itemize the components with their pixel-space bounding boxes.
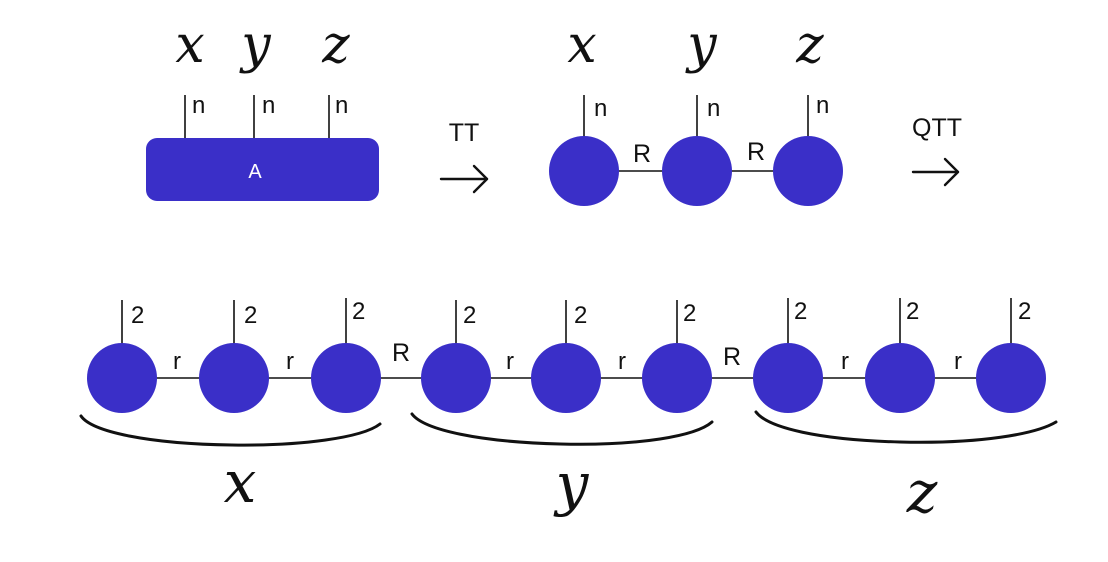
tensor-core-label: A (248, 161, 262, 183)
qtt-core-9 (976, 343, 1046, 413)
qtt-bond-label-2: r (286, 348, 294, 375)
tensor-var-x: x (175, 15, 204, 75)
tt-core-3 (773, 136, 843, 206)
tt-leg-label-3: n (816, 92, 829, 119)
tt-leg-label-2: n (707, 95, 720, 122)
qtt-bond-label-5: r (618, 348, 626, 375)
qtt-leg-label-6: 2 (683, 300, 696, 327)
group-label-z: z (906, 458, 938, 526)
tt-var-x: x (567, 15, 596, 75)
tt-var-z: z (795, 15, 824, 75)
qtt-leg-label-1: 2 (131, 302, 144, 329)
variable-groups: x y z (79, 410, 1058, 526)
group-label-x: x (224, 448, 257, 516)
qtt-leg-label-5: 2 (574, 302, 587, 329)
qtt-bond-label-3: R (392, 339, 410, 367)
tt-core-2 (662, 136, 732, 206)
tt-leg-label-1: n (594, 95, 607, 122)
brace-y (410, 412, 714, 446)
qtt-bond-label-4: r (506, 348, 514, 375)
quantized-tensor-train: 2 2 2 2 2 2 2 2 2 r r R r r R r r (87, 298, 1046, 413)
brace-z (754, 410, 1058, 444)
arrow-qtt: QTT (911, 114, 962, 187)
qtt-core-7 (753, 343, 823, 413)
qtt-bond-label-6: R (723, 343, 741, 371)
tt-bond-label-2: R (747, 138, 765, 166)
tt-bond-label-1: R (633, 140, 651, 168)
qtt-leg-label-3: 2 (352, 298, 365, 325)
tensor-train: x y z n n n R R (549, 15, 843, 206)
qtt-core-5 (531, 343, 601, 413)
tt-var-y: y (685, 15, 717, 75)
arrow-tt-head (472, 164, 489, 194)
tensor-var-y: y (239, 15, 271, 75)
qtt-leg-label-8: 2 (906, 298, 919, 325)
brace-x (79, 414, 382, 447)
qtt-core-1 (87, 343, 157, 413)
qtt-leg-label-7: 2 (794, 298, 807, 325)
qtt-bond-label-7: r (841, 348, 849, 375)
tensor-var-z: z (321, 15, 350, 75)
qtt-bond-label-8: r (954, 348, 962, 375)
tensor-leg-label-3: n (335, 92, 348, 119)
qtt-core-4 (421, 343, 491, 413)
tensor-leg-label-1: n (192, 92, 205, 119)
arrow-qtt-label: QTT (912, 114, 962, 142)
qtt-core-3 (311, 343, 381, 413)
qtt-leg-label-2: 2 (244, 302, 257, 329)
tensor-leg-label-2: n (262, 92, 275, 119)
full-tensor: x y z n n n A (146, 15, 379, 201)
arrow-qtt-head (943, 157, 960, 187)
qtt-core-6 (642, 343, 712, 413)
qtt-leg-label-9: 2 (1018, 298, 1031, 325)
tensor-core (146, 138, 379, 201)
qtt-bond-label-1: r (173, 348, 181, 375)
qtt-core-2 (199, 343, 269, 413)
qtt-leg-label-4: 2 (463, 302, 476, 329)
arrow-tt: TT (439, 119, 489, 194)
group-label-y: y (553, 450, 590, 518)
arrow-tt-label: TT (449, 119, 480, 147)
tt-core-1 (549, 136, 619, 206)
qtt-core-8 (865, 343, 935, 413)
